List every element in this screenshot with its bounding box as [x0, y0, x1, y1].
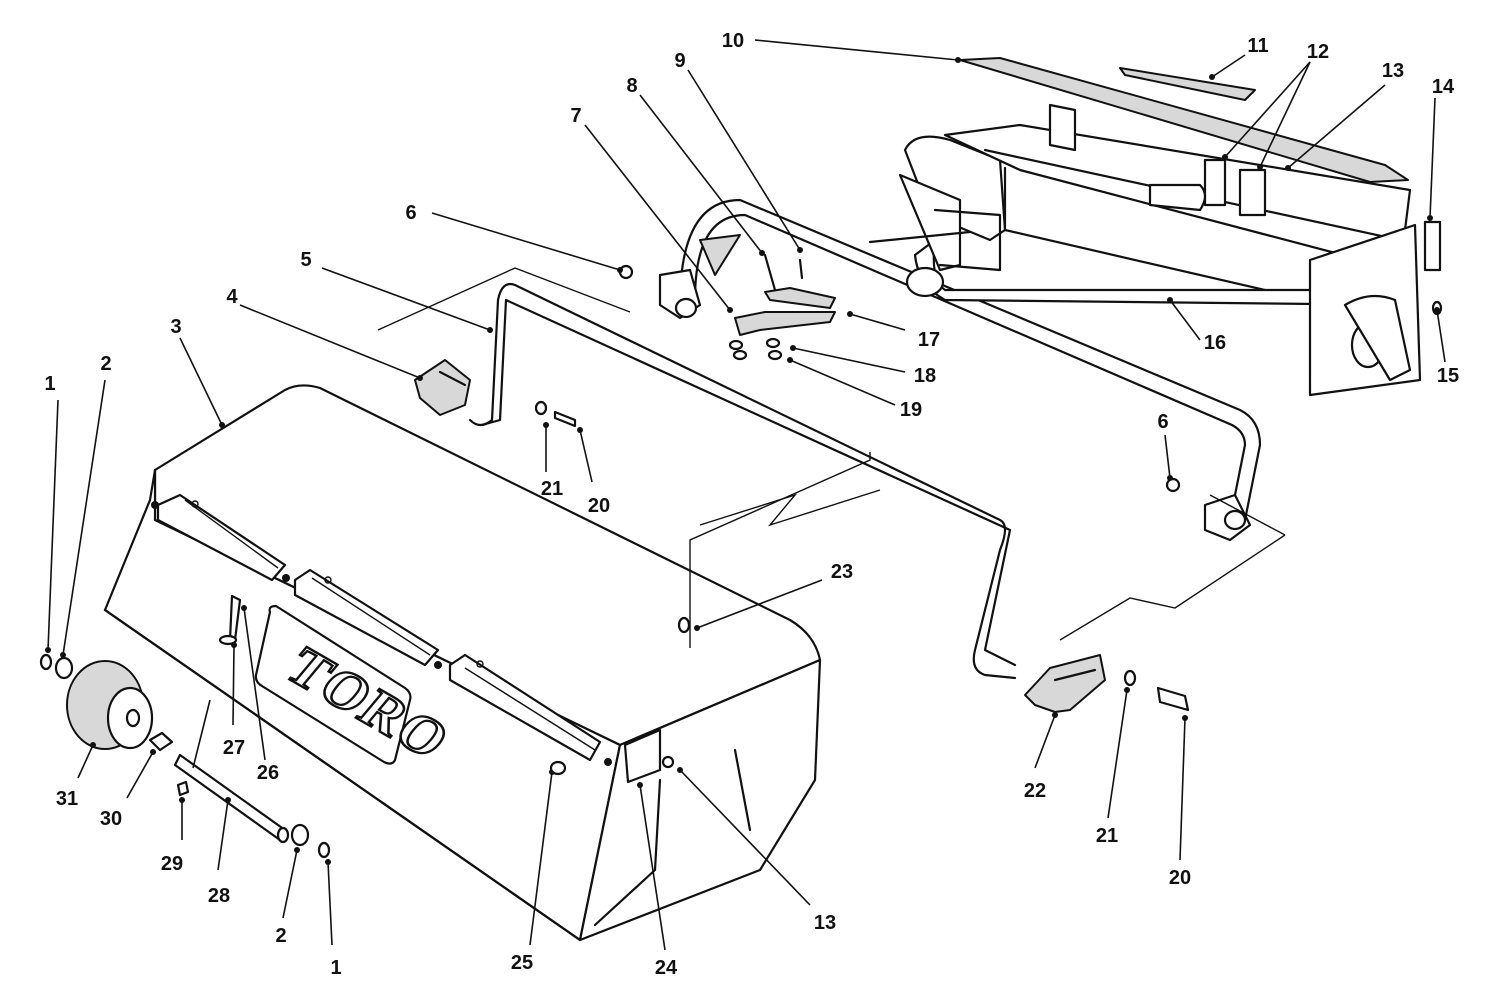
- bale-bar-part-5: [468, 282, 1017, 680]
- callout-24: 24: [655, 957, 678, 979]
- callout-5: 5: [300, 249, 311, 271]
- callout-23: 23: [831, 561, 853, 583]
- callout-labels: 1 2 3 4 5 6 7 8 9 10 11 12 13 14 15 6 16…: [44, 30, 1459, 979]
- housing-part-3: [103, 384, 822, 942]
- callout-22: 22: [1024, 780, 1046, 802]
- callout-6-lower: 6: [1157, 411, 1168, 433]
- leader-lines: [45, 39, 1446, 951]
- break-lines: [377, 267, 1286, 648]
- callout-7: 7: [570, 105, 581, 127]
- callout-9: 9: [674, 50, 685, 72]
- callout-3: 3: [170, 316, 181, 338]
- handle-frame: [618, 198, 1262, 542]
- callout-11: 11: [1247, 35, 1268, 57]
- callout-4: 4: [226, 286, 238, 308]
- callout-10: 10: [722, 30, 744, 52]
- hinge-hardware: [549, 616, 691, 784]
- callout-25: 25: [511, 952, 533, 974]
- callout-2-lower: 2: [275, 925, 286, 947]
- callout-21-lower: 21: [1096, 825, 1118, 847]
- bolt-part-20-upper: [534, 400, 577, 428]
- callout-12: 12: [1307, 41, 1329, 63]
- callout-20-upper: 20: [588, 495, 610, 517]
- callout-21-upper: 21: [541, 478, 563, 500]
- latch-assembly: [699, 234, 836, 361]
- callout-15: 15: [1437, 365, 1459, 387]
- callout-17: 17: [918, 329, 940, 351]
- callout-1-lower: 1: [330, 957, 341, 979]
- callout-26: 26: [257, 762, 279, 784]
- bracket-part-4: [414, 359, 471, 416]
- callout-13-lower: 13: [814, 912, 836, 934]
- callout-13-upper: 13: [1382, 60, 1404, 82]
- callout-30: 30: [100, 808, 122, 830]
- bolt-part-20-lower: [1123, 669, 1190, 712]
- callout-28: 28: [208, 885, 230, 907]
- bracket-part-22: [1024, 654, 1106, 713]
- callout-31: 31: [56, 788, 78, 810]
- callout-20-lower: 20: [1169, 867, 1191, 889]
- callout-16: 16: [1204, 332, 1226, 354]
- rear-frame: [868, 57, 1443, 397]
- callout-14: 14: [1432, 76, 1455, 98]
- callout-19: 19: [900, 399, 922, 421]
- callout-18: 18: [914, 365, 936, 387]
- callout-27: 27: [223, 737, 245, 759]
- roller-assembly: [39, 594, 331, 859]
- callout-6-upper: 6: [405, 202, 416, 224]
- callout-1-left: 1: [44, 373, 55, 395]
- callout-8: 8: [626, 75, 637, 97]
- callout-2-left: 2: [100, 353, 111, 375]
- callout-29: 29: [161, 853, 183, 875]
